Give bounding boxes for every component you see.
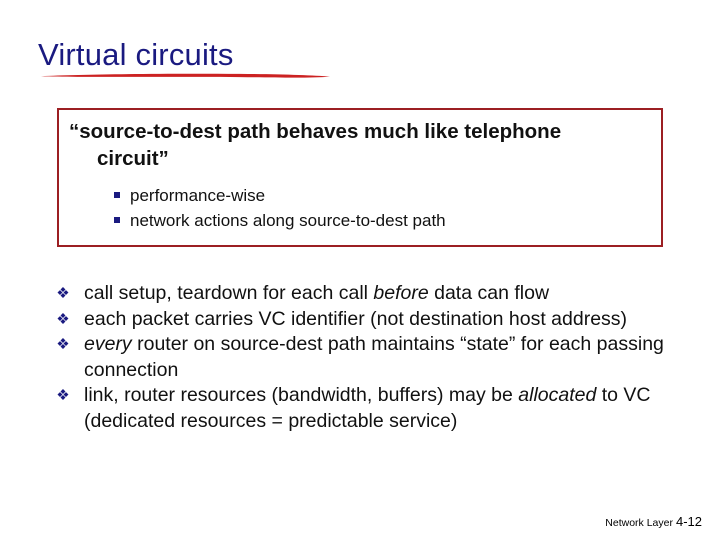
list-item: ❖ link, router resources (bandwidth, buf… <box>56 383 668 434</box>
sub-bullet-label: network actions along source-to-dest pat… <box>130 211 446 230</box>
bullet-text: every router on source-dest path maintai… <box>84 333 664 381</box>
square-marker-icon <box>114 192 120 198</box>
quote-line-1: “source-to-dest path behaves much like t… <box>69 120 562 143</box>
page-title: Virtual circuits <box>38 37 234 72</box>
sub-bullet-label: performance-wise <box>130 186 266 205</box>
diamond-bullet-icon: ❖ <box>56 310 70 328</box>
bullet-text: link, router resources (bandwidth, buffe… <box>84 384 651 432</box>
title-underline-stroke <box>40 72 332 79</box>
quote-sub-bullet-list: performance-wise network actions along s… <box>114 184 446 234</box>
list-item: ❖ each packet carries VC identifier (not… <box>56 307 668 333</box>
diamond-bullet-icon: ❖ <box>56 336 70 353</box>
list-item: performance-wise <box>114 184 446 207</box>
diamond-bullet-icon: ❖ <box>56 387 70 404</box>
bullet-text: call setup, teardown for each call befor… <box>84 282 550 304</box>
quote-callout-box: “source-to-dest path behaves much like t… <box>57 108 663 247</box>
square-marker-icon <box>114 217 120 223</box>
diamond-bullet-icon: ❖ <box>56 285 70 302</box>
footer-label: Network Layer <box>605 517 673 529</box>
main-bullet-list: ❖ call setup, teardown for each call bef… <box>56 281 668 434</box>
quote-line-2: circuit” <box>97 147 169 170</box>
footer-page-number: 4-12 <box>675 514 702 529</box>
list-item: ❖ call setup, teardown for each call bef… <box>56 281 668 307</box>
bullet-text: each packet carries VC identifier (not d… <box>84 307 628 330</box>
list-item: network actions along source-to-dest pat… <box>114 209 446 232</box>
list-item: ❖ every router on source-dest path maint… <box>56 332 668 383</box>
quote-text: “source-to-dest path behaves much like t… <box>69 118 683 172</box>
